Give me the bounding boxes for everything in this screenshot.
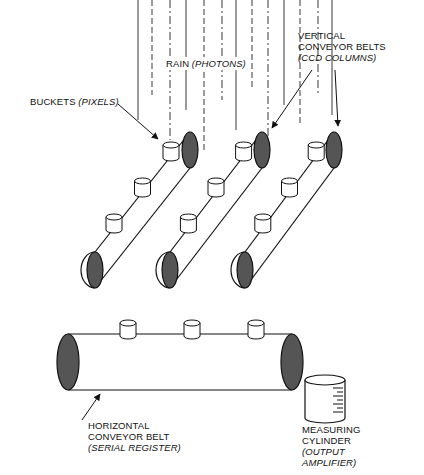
rain-lines <box>138 0 332 150</box>
rain-line <box>138 0 139 120</box>
rain-line <box>186 0 187 110</box>
rain-line <box>222 0 223 100</box>
bucket <box>308 142 324 161</box>
horizontal-belt <box>57 320 303 390</box>
rain-line <box>284 0 285 105</box>
bucket <box>163 142 179 161</box>
part-label: MEASURING CYLINDER (OUTPUT AMPLIFIER) <box>302 424 376 468</box>
bucket <box>282 178 298 197</box>
bucket <box>135 178 151 197</box>
bucket <box>184 320 200 339</box>
rain-line <box>252 0 253 90</box>
leader-lines <box>82 70 338 420</box>
vertical-belt <box>156 132 270 288</box>
vertical-belts <box>81 132 342 288</box>
part-label: RAIN (PHOTONS) <box>164 57 248 70</box>
bucket <box>236 142 252 161</box>
bucket <box>120 320 136 339</box>
part-label: BUCKETS (PIXELS) <box>30 96 119 107</box>
rain-line <box>152 0 153 95</box>
rain-line <box>204 0 205 150</box>
bucket <box>106 214 122 233</box>
rain-line <box>268 0 269 145</box>
measuring-cylinder <box>305 375 345 423</box>
bucket <box>180 214 196 233</box>
bucket <box>208 178 224 197</box>
bucket <box>248 320 264 339</box>
part-label: HORIZONTAL CONVEYOR BELT (SERIAL REGISTE… <box>88 420 190 453</box>
vertical-belt <box>231 132 342 288</box>
part-label: VERTICAL CONVEYOR BELTS (CCD COLUMNS) <box>298 30 386 63</box>
bucket <box>255 214 271 233</box>
